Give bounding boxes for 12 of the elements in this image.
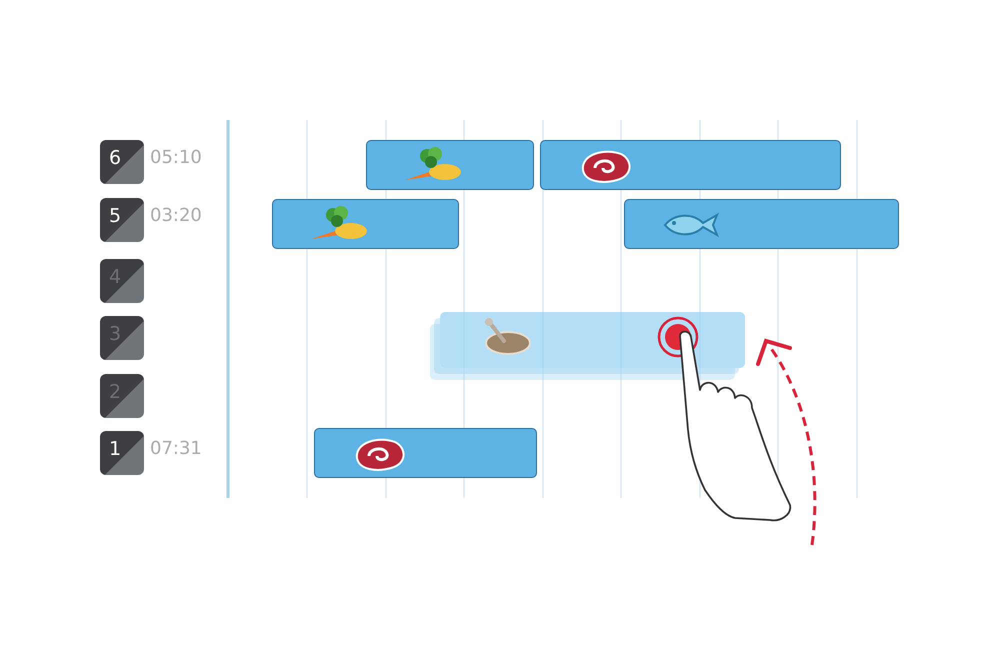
timeline-bar xyxy=(366,140,534,190)
timeline-bar xyxy=(314,428,537,478)
row-number-badge: 6 xyxy=(100,140,144,184)
time-label: 05:10 xyxy=(150,147,202,168)
timeline-bar xyxy=(624,199,899,249)
row-number-badge: 1 xyxy=(100,431,144,475)
time-label: 07:31 xyxy=(150,438,202,459)
row-number-badge: 5 xyxy=(100,198,144,242)
timeline-bar xyxy=(272,199,459,249)
time-label: 03:20 xyxy=(150,205,202,226)
dragged-timeline-bar xyxy=(440,312,745,368)
timeline-bar xyxy=(540,140,841,190)
